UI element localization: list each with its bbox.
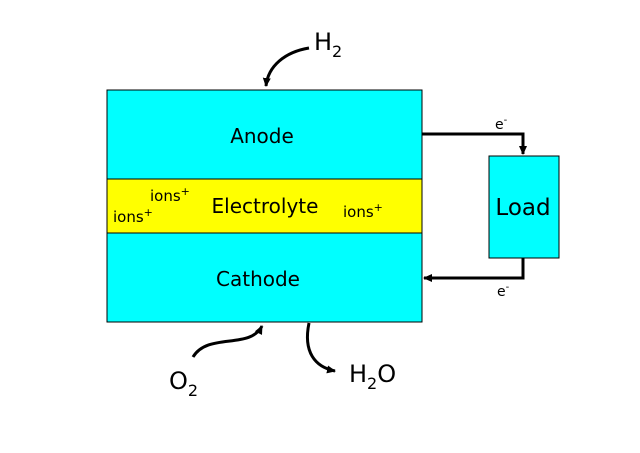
h2o-outflow-arrow (306, 322, 336, 374)
load-label: Load (495, 195, 550, 221)
o2-inflow-arrow (191, 325, 264, 358)
cathode-layer (106, 232, 423, 323)
electron-wire-out (422, 132, 527, 155)
ion-label: ions+ (150, 185, 190, 205)
h2-label: H2 (314, 28, 342, 61)
electrolyte-label: Electrolyte (212, 194, 319, 218)
h2-inflow-arrow (262, 46, 310, 87)
h2o-label: H2O (349, 360, 396, 393)
electrolyte-layer (106, 178, 423, 234)
electron-label: e- (495, 115, 508, 133)
anode-layer (106, 89, 423, 180)
o2-label: O2 (169, 367, 198, 400)
ion-label: ions+ (343, 201, 383, 221)
ion-label: ions+ (113, 206, 153, 226)
load-box (488, 155, 560, 259)
anode-label: Anode (230, 124, 294, 148)
electron-label: e- (497, 282, 510, 300)
cathode-label: Cathode (216, 267, 300, 291)
electron-wire-return (423, 258, 525, 282)
